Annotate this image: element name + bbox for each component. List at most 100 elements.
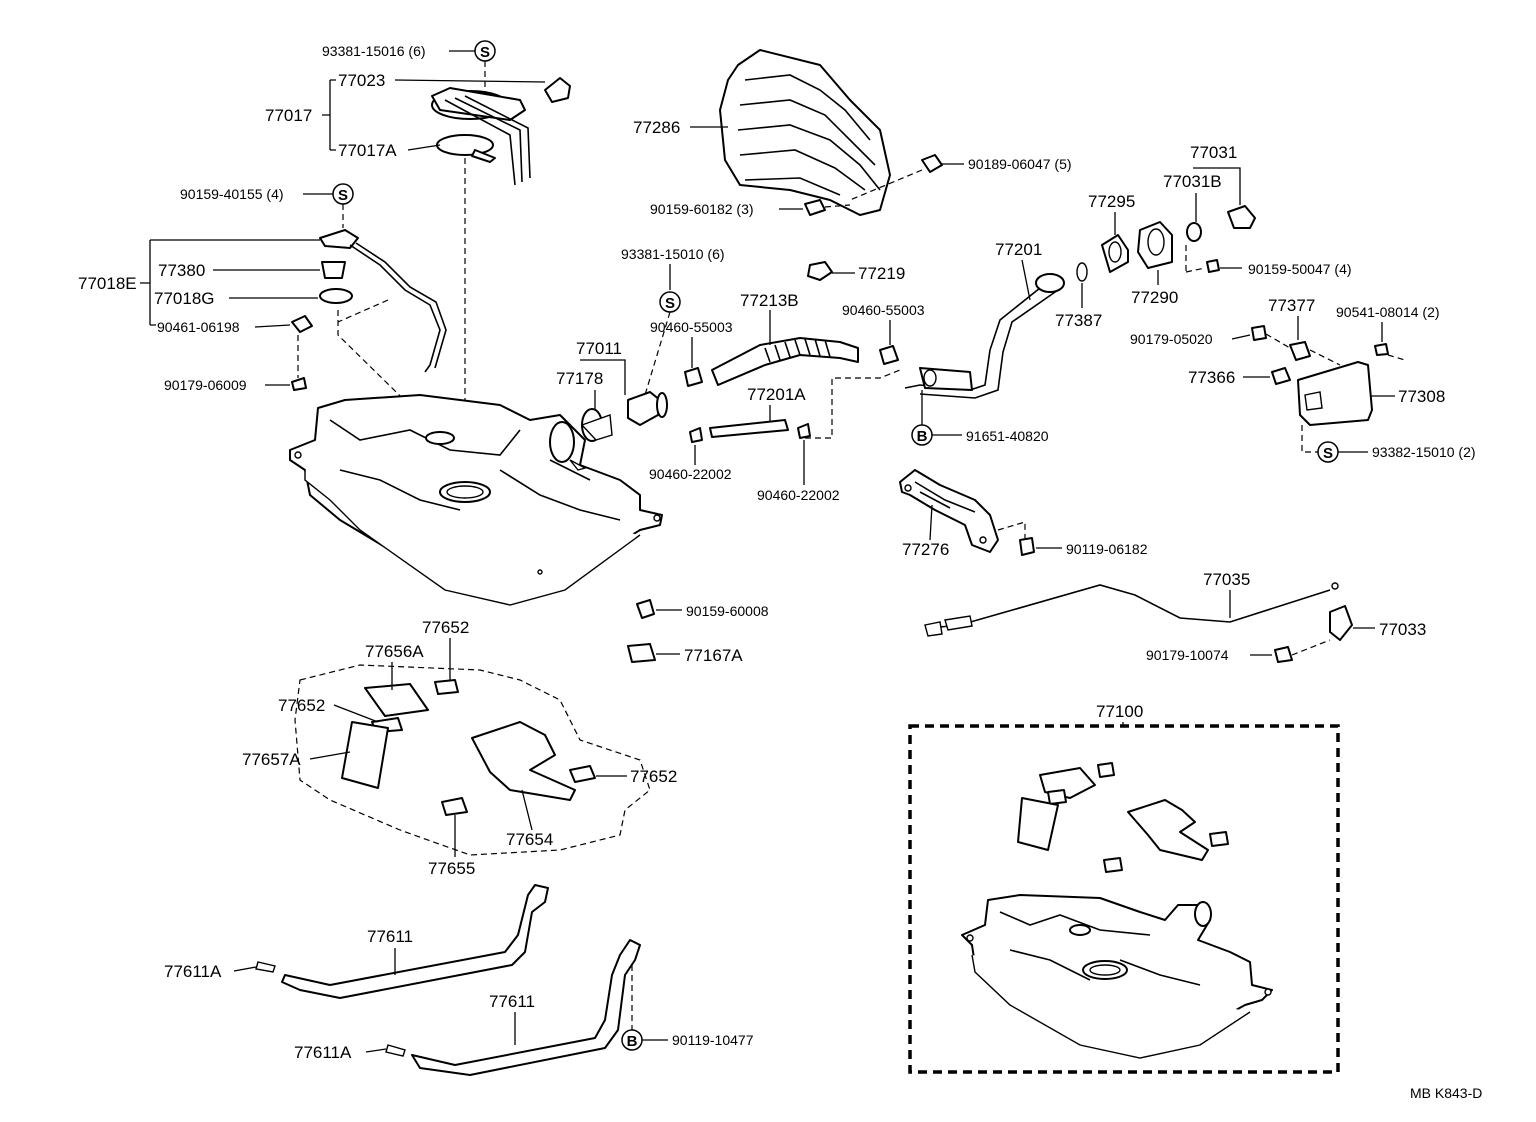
label-77308: 77308 (1398, 387, 1445, 406)
label-90119-10477: 90119-10477 (672, 1032, 754, 1048)
tank-strap-77611-a (255, 884, 549, 999)
tank-strap-77611-b (385, 939, 641, 1076)
label-77286: 77286 (633, 118, 680, 137)
label-90189-06047: 90189-06047 (5) (968, 156, 1072, 172)
label-77657A: 77657A (242, 750, 301, 769)
breather-hose-77201A (709, 419, 789, 438)
cushion-90541-08014 (1374, 343, 1389, 356)
label-90119-06182: 90119-06182 (1066, 541, 1148, 557)
svg-text:B: B (627, 1033, 638, 1050)
label-77100: 77100 (1096, 702, 1143, 721)
nut-90179-05020 (1251, 325, 1267, 341)
label-77017: 77017 (265, 106, 312, 125)
label-77018E: 77018E (78, 274, 137, 293)
label-77031: 77031 (1190, 143, 1237, 162)
label-77011: 77011 (576, 339, 622, 358)
pad-77652-c (569, 765, 596, 783)
label-90159-40155: 90159-40155 (4) (180, 186, 284, 202)
label-77656A: 77656A (365, 642, 424, 661)
clip-77167A (627, 643, 656, 663)
svg-text:S: S (665, 295, 675, 312)
pad-77655 (441, 797, 468, 816)
label-77031B: 77031B (1163, 172, 1222, 191)
filler-pipe-77011 (580, 391, 668, 442)
label-90179-05020: 90179-05020 (1130, 331, 1213, 347)
svg-text:S: S (338, 187, 348, 204)
label-90179-06009: 90179-06009 (164, 377, 247, 393)
label-77017A: 77017A (338, 141, 397, 160)
label-90159-50047: 90159-50047 (4) (1248, 261, 1352, 277)
label-91651-40820: 91651-40820 (966, 428, 1049, 444)
label-77035: 77035 (1203, 570, 1250, 589)
label-77366: 77366 (1188, 368, 1235, 387)
label-90460-22002-a: 90460-22002 (649, 466, 732, 482)
fuel-cap-77031 (1227, 205, 1256, 229)
label-77611A-b: 77611A (294, 1043, 352, 1062)
label-77033: 77033 (1379, 620, 1426, 639)
label-77377: 77377 (1268, 296, 1315, 315)
clip-90460-22002-a (689, 427, 703, 443)
filler-hose-77213B (711, 337, 859, 386)
svg-text:B: B (917, 428, 928, 445)
label-77654: 77654 (506, 830, 553, 849)
grommet-77219 (807, 261, 833, 281)
fuel-pump-assembly (431, 77, 571, 186)
label-77652-b: 77652 (278, 696, 325, 715)
label-77611-b: 77611 (489, 992, 535, 1011)
diagram-code: MB K843-D (1410, 1085, 1482, 1101)
label-77655: 77655 (428, 859, 475, 878)
lid-spring-77366 (1271, 367, 1291, 385)
label-77387: 77387 (1055, 311, 1102, 330)
filler-neck-77201 (904, 273, 1065, 399)
fuel-tank-assembly-77100 (961, 762, 1273, 1059)
label-77023: 77023 (338, 71, 385, 90)
nut-90189 (921, 154, 943, 173)
label-90460-55003-a: 90460-55003 (650, 319, 733, 335)
pad-77657A (341, 721, 389, 789)
label-93381-15016: 93381-15016 (6) (322, 43, 426, 59)
label-77290: 77290 (1131, 288, 1178, 307)
svg-text:S: S (1323, 445, 1333, 462)
label-77213B: 77213B (740, 291, 799, 310)
label-90460-22002-b: 90460-22002 (757, 487, 840, 503)
label-77201A: 77201A (747, 385, 806, 404)
insulator-77654 (471, 721, 576, 801)
label-93382-15010: 93382-15010 (2) (1372, 444, 1476, 460)
label-90159-60008: 90159-60008 (686, 603, 769, 619)
label-77219: 77219 (858, 264, 905, 283)
lid-opener-cable-77035 (924, 582, 1339, 637)
filler-opening-77290 (1137, 221, 1173, 269)
pad-77656A (364, 683, 429, 717)
fuel-tank-protector (719, 49, 891, 216)
label-77611-a: 77611 (367, 927, 413, 946)
screw-90159-50047 (1206, 259, 1220, 273)
label-90179-10074: 90179-10074 (1146, 647, 1229, 663)
clip-90460-22002-b (797, 423, 811, 439)
bolt-90159-60008 (636, 599, 655, 619)
lock-77033 (1329, 605, 1353, 641)
filler-bracket-77276 (899, 469, 999, 553)
sender-gauge-assembly (291, 229, 447, 391)
filler-seat-77295 (1101, 234, 1129, 273)
clamp-90460-55003-b (879, 345, 899, 365)
bolt-90119-06182 (1019, 537, 1035, 556)
label-77201: 77201 (995, 240, 1042, 259)
label-77611A-a: 77611A (164, 962, 222, 981)
lid-hinge-77377 (1289, 341, 1311, 361)
label-90461-06198: 90461-06198 (157, 319, 240, 335)
label-77167A: 77167A (684, 646, 743, 665)
label-90460-55003-b: 90460-55003 (842, 302, 925, 318)
label-77276: 77276 (902, 540, 949, 559)
nut-90179-10074 (1274, 646, 1293, 663)
label-77018G: 77018G (154, 289, 215, 308)
label-90159-60182: 90159-60182 (3) (650, 201, 754, 217)
label-77652-c: 77652 (630, 767, 677, 786)
pad-77652-a (434, 679, 459, 695)
gasket-77387 (1076, 262, 1088, 282)
fuel-filler-lid-77308 (1297, 361, 1373, 426)
bolt-90159-60182 (804, 199, 826, 216)
label-77380: 77380 (158, 261, 205, 280)
label-77652-a: 77652 (422, 618, 469, 637)
cap-gasket-77031B (1186, 222, 1202, 242)
